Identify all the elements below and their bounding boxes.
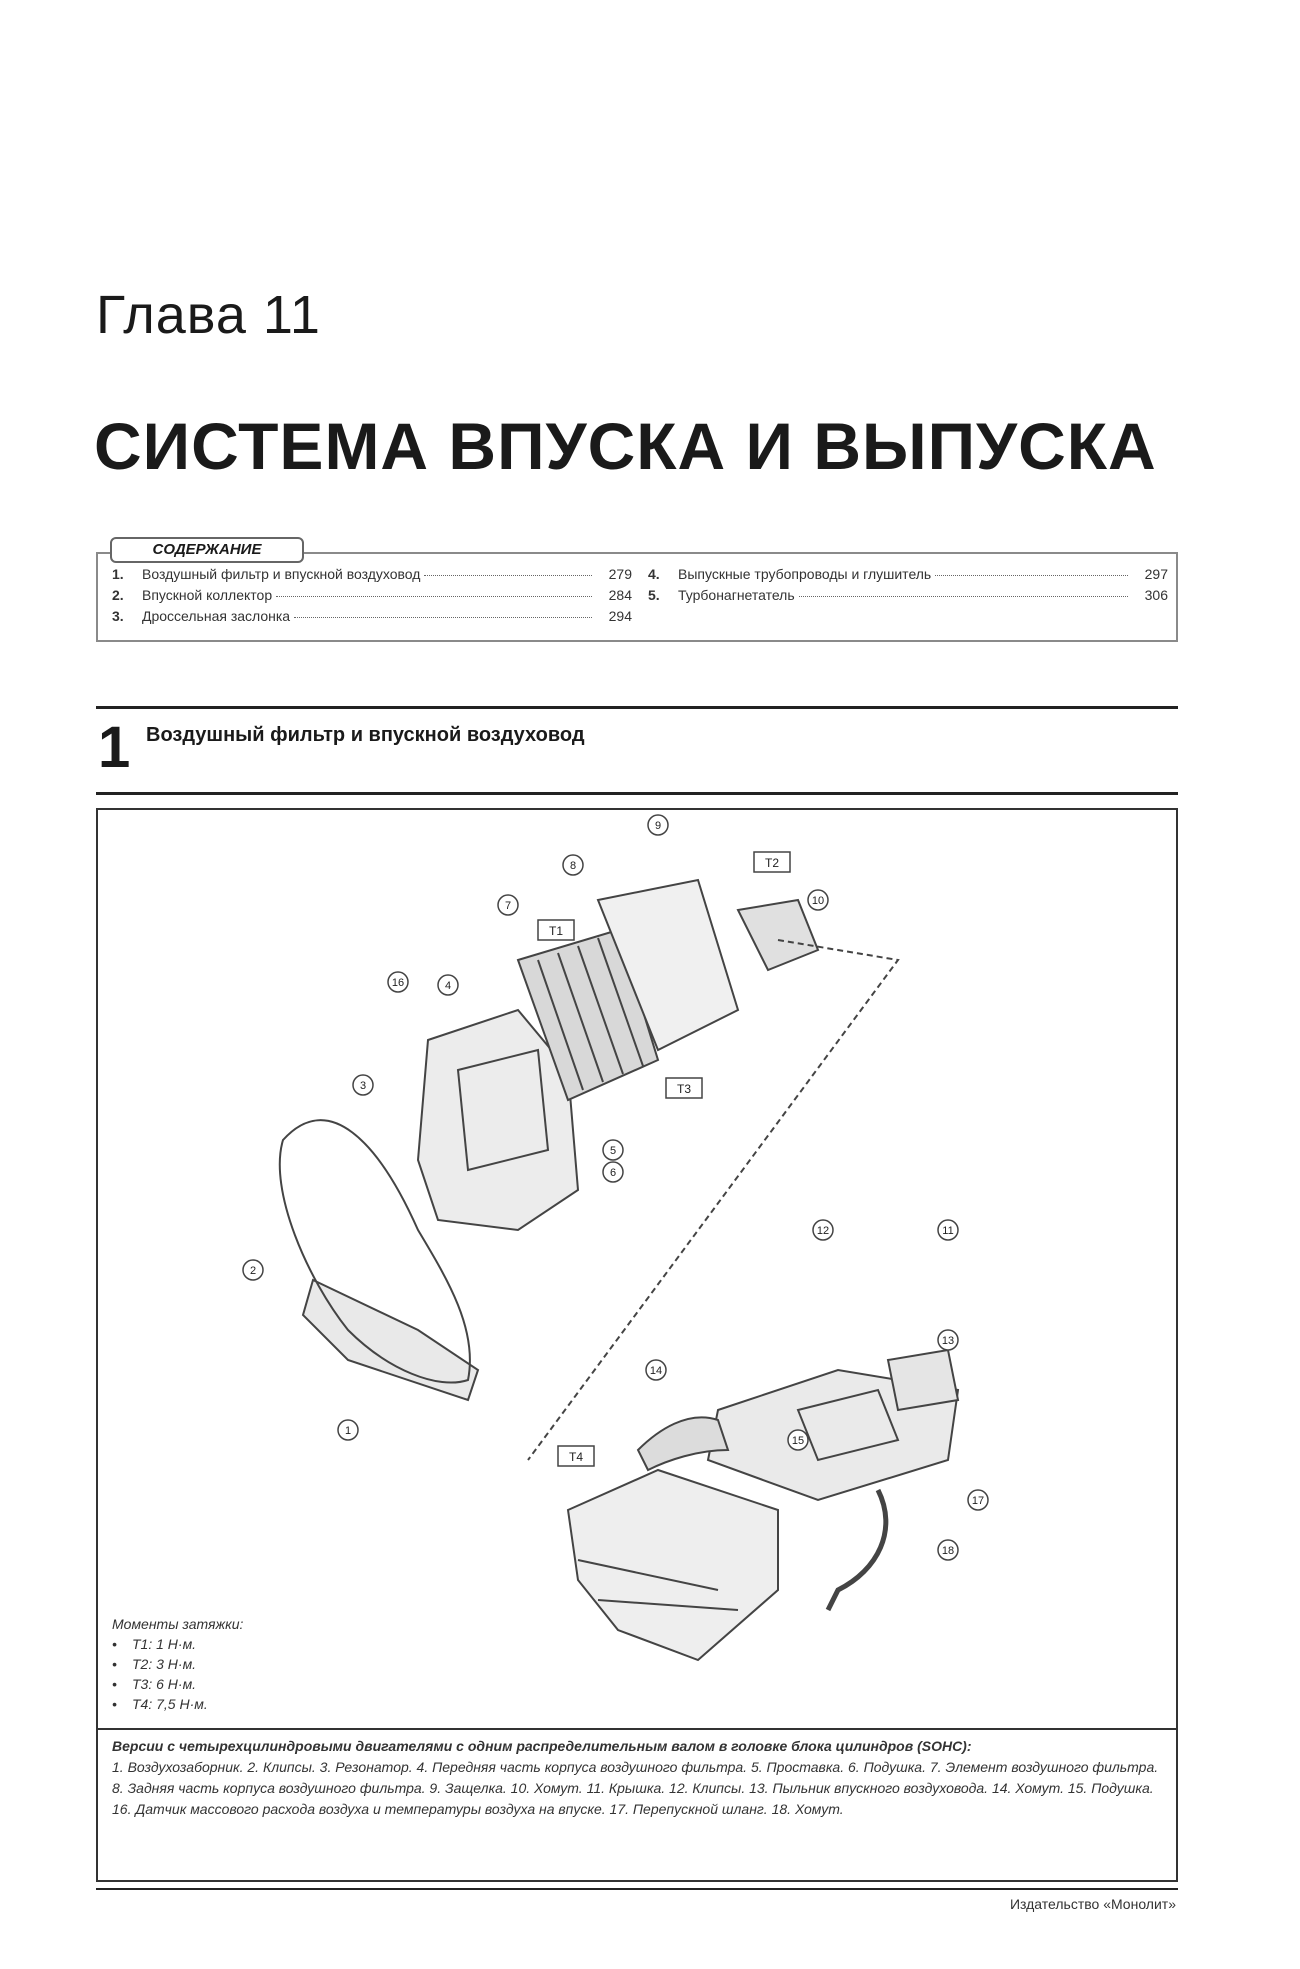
callout-number: 13 — [942, 1335, 954, 1347]
callout-number: 2 — [250, 1265, 256, 1277]
table-of-contents: 1. Воздушный фильтр и впускной воздухово… — [96, 552, 1178, 642]
toc-item[interactable]: 4. Выпускные трубопроводы и глушитель 29… — [648, 566, 1168, 582]
callout-number: 7 — [505, 900, 511, 912]
callout-number: 9 — [655, 820, 661, 832]
callout-number: 8 — [570, 860, 576, 872]
toc-item[interactable]: 5. Турбонагнетатель 306 — [648, 587, 1168, 603]
intake-part — [301, 1278, 480, 1402]
section-title: Воздушный фильтр и впускной воздуховод — [146, 724, 585, 746]
callout-number: 17 — [972, 1495, 984, 1507]
filter-element — [516, 928, 660, 1102]
callout-number: 12 — [817, 1225, 829, 1237]
chapter-number: Глава 11 — [96, 285, 321, 345]
callout-number: 14 — [650, 1365, 662, 1377]
callout-number: 1 — [345, 1425, 351, 1437]
section-number: 1 — [98, 715, 131, 780]
hose-part — [636, 1416, 730, 1472]
footer-rule — [96, 1888, 1178, 1890]
callout-number: 4 — [445, 980, 451, 992]
figure-caption: Версии с четырехцилиндровыми двигателями… — [98, 1728, 1176, 1880]
callout-number: 16 — [392, 977, 404, 989]
torque-item: •T1: 1 Н·м. — [112, 1636, 197, 1652]
callout-number: 3 — [360, 1080, 366, 1092]
exploded-diagram: T1 T2 T3 T4 1 2 3 4 5 6 7 — [242, 814, 989, 1662]
torque-item: •T4: 7,5 Н·м. — [112, 1696, 208, 1712]
toc-column-left: 1. Воздушный фильтр и впускной воздухово… — [112, 566, 632, 629]
cover-plate — [886, 1348, 960, 1412]
torque-tag: T3 — [677, 1082, 691, 1096]
toc-item[interactable]: 2. Впускной коллектор 284 — [112, 587, 632, 603]
lower-duct-part — [566, 1468, 779, 1662]
caption-text: 1. Воздухозаборник. 2. Клипсы. 3. Резона… — [112, 1759, 1159, 1817]
callout-number: 10 — [812, 895, 824, 907]
section-rule-top — [96, 706, 1178, 709]
chapter-title: СИСТЕМА ВПУСКА И ВЫПУСКА — [94, 409, 1157, 483]
figure-frame: T1 T2 T3 T4 1 2 3 4 5 6 7 — [96, 808, 1178, 1882]
torque-tag: T2 — [765, 856, 779, 870]
callout-number: 18 — [942, 1545, 954, 1557]
maf-sensor-part — [736, 898, 820, 972]
callout-number: 11 — [942, 1225, 953, 1237]
torque-tag: T1 — [549, 924, 563, 938]
toc-item[interactable]: 1. Воздушный фильтр и впускной воздухово… — [112, 566, 632, 582]
torque-item: •T2: 3 Н·м. — [112, 1656, 197, 1672]
toc-label: СОДЕРЖАНИЕ — [110, 537, 304, 563]
bypass-hose-part — [825, 1488, 889, 1612]
filter-housing-rear — [596, 878, 740, 1052]
toc-item[interactable]: 3. Дроссельная заслонка 294 — [112, 608, 632, 624]
toc-column-right: 4. Выпускные трубопроводы и глушитель 29… — [648, 566, 1168, 608]
callout-number: 5 — [610, 1145, 616, 1157]
callout-number: 15 — [792, 1435, 804, 1447]
filter-housing-front — [416, 1008, 580, 1232]
caption-heading: Версии с четырехцилиндровыми двигателями… — [112, 1738, 972, 1754]
torque-item: •T3: 6 Н·м. — [112, 1676, 197, 1692]
torque-list: Моменты затяжки: •T1: 1 Н·м. •T2: 3 Н·м.… — [112, 1616, 243, 1716]
callout-number: 6 — [610, 1167, 616, 1179]
resonator-part — [278, 1119, 471, 1384]
torque-tag: T4 — [569, 1450, 583, 1464]
publisher: Издательство «Монолит» — [1009, 1896, 1176, 1912]
torque-heading: Моменты затяжки: — [112, 1616, 244, 1632]
section-rule-bottom — [96, 792, 1178, 795]
